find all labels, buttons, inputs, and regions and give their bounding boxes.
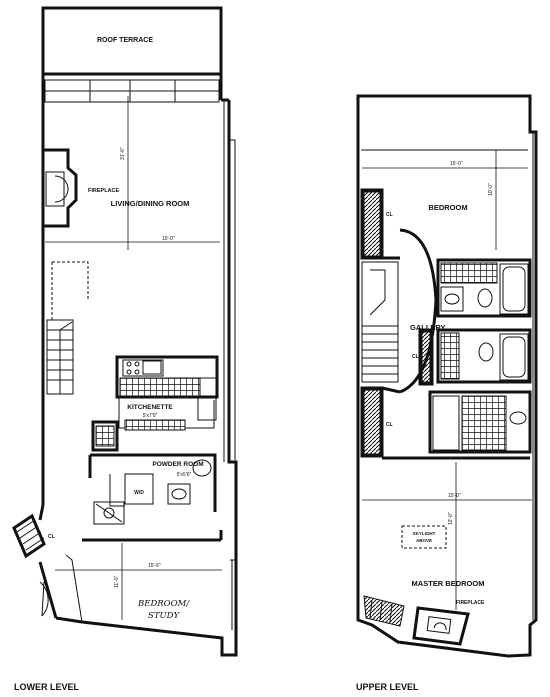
upper-bedroom-width-dim: 15'-0" xyxy=(450,161,463,167)
wd-label: W/D xyxy=(134,490,144,496)
kitchenette-dim: 5'x7'0" xyxy=(143,413,158,419)
master-bedroom-label: MASTER BEDROOM xyxy=(412,579,485,588)
powder-room-dim: 5'x5'6" xyxy=(177,472,192,478)
lower-outer-walls xyxy=(38,74,238,657)
upper-fireplace xyxy=(412,606,470,646)
lower-level-plan: ROOF TERRACE FIREPLACE LIVING/DINING ROO… xyxy=(12,6,238,692)
upper-bedroom-label: BEDROOM xyxy=(428,203,467,212)
upper-radiator xyxy=(363,595,405,627)
entry-stair xyxy=(12,513,46,559)
upper-bathroom-1 xyxy=(436,258,532,318)
powder-room xyxy=(88,453,217,512)
lower-level-caption: LOWER LEVEL xyxy=(14,682,80,692)
entry-door[interactable] xyxy=(39,581,49,617)
lower-closet xyxy=(93,501,125,525)
fireplace-label: FIREPLACE xyxy=(88,188,120,194)
master-width-dim: 15'-0" xyxy=(448,493,461,499)
bedroom-study-label-2: STUDY xyxy=(148,611,180,621)
skylight-label-2: ABOVE xyxy=(416,538,432,543)
kitchenette xyxy=(115,355,219,431)
upper-shower xyxy=(428,390,532,454)
upper-cl-label-2: CL xyxy=(386,422,393,428)
bedroom-width-dim: 15'-6" xyxy=(148,563,161,569)
lower-cl-label: CL xyxy=(48,534,55,540)
master-depth-dim: 12'-0" xyxy=(448,512,454,525)
roof-terrace-area xyxy=(41,6,223,76)
gallery-label: GALLERY xyxy=(410,323,446,332)
roof-terrace-label: ROOF TERRACE xyxy=(97,37,153,44)
upper-outer-walls xyxy=(356,94,538,658)
living-dining-label: LIVING/DINING ROOM xyxy=(111,199,190,208)
bedroom-study-label-1: BEDROOM/ xyxy=(137,599,190,609)
upper-cl-label-3: CL xyxy=(412,354,419,360)
upper-level-plan: 15'-0" 10'-0" BEDROOM CL CL CL xyxy=(356,94,538,692)
living-depth-dim: 31'-6" xyxy=(120,147,126,160)
living-width-dim: 15'-0" xyxy=(162,236,175,242)
upper-stair xyxy=(361,261,399,383)
upper-bathroom-2 xyxy=(436,328,532,384)
upper-cl-label-1: CL xyxy=(386,212,393,218)
bedroom-depth-dim: 11'-0" xyxy=(114,575,120,588)
skylight-label-1: SKYLIGHT xyxy=(413,531,436,536)
upper-bedroom-depth-dim: 10'-0" xyxy=(488,183,494,196)
powder-room-label: POWDER ROOM xyxy=(152,461,203,468)
upper-fireplace-label: FIREPLACE xyxy=(456,600,485,606)
kitchenette-label: KITCHENETTE xyxy=(127,404,173,411)
skylight-outline xyxy=(401,525,447,549)
fireplace xyxy=(43,148,78,228)
upper-level-caption: UPPER LEVEL xyxy=(356,682,419,692)
lower-stair xyxy=(46,319,74,395)
